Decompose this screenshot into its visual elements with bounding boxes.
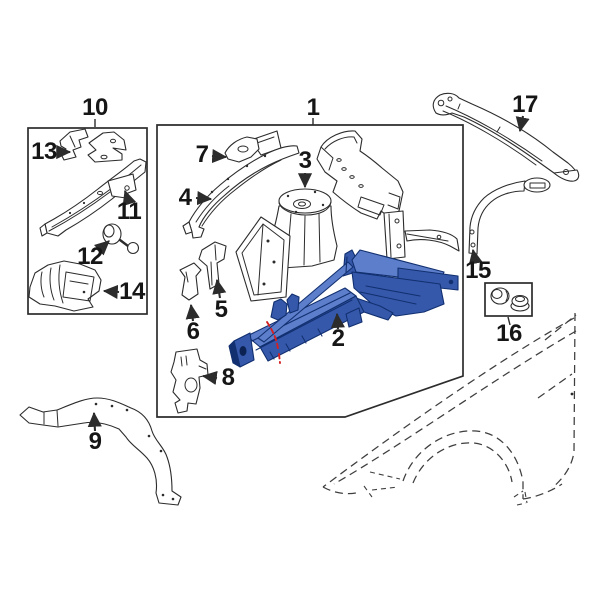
group-box-1 — [156, 118, 464, 418]
part-center-panel — [235, 216, 291, 302]
callout-15-label: 15 — [465, 257, 491, 284]
part-12-grommet — [102, 223, 140, 255]
callout-9-label: 9 — [88, 428, 102, 455]
callout-10-label: 10 — [82, 94, 108, 121]
callout-11-arrow — [122, 189, 137, 207]
callout-12-arrow — [94, 240, 110, 256]
callout-14-label: 14 — [119, 278, 145, 305]
callout-17-label: 17 — [512, 91, 538, 118]
callout-9-arrow — [87, 411, 102, 432]
part-5-reinforcement — [198, 241, 227, 290]
part-6-bracket — [179, 262, 202, 301]
part-9-bracket — [19, 397, 182, 506]
box-10-frame — [27, 127, 148, 315]
callout-16-tick — [507, 316, 511, 326]
callout-14-arrow — [102, 284, 120, 299]
callout-16-label: 16 — [496, 320, 522, 347]
fender-outline — [322, 312, 577, 506]
group-box-16 — [484, 282, 533, 326]
part-l-bracket — [383, 210, 460, 260]
callout-4-arrow — [195, 191, 213, 206]
callout-7-arrow — [211, 148, 228, 164]
callout-4-label: 4 — [178, 184, 192, 211]
callout-7-label: 7 — [195, 141, 209, 168]
callout-3-label: 3 — [298, 147, 312, 174]
callout-12-label: 12 — [77, 243, 103, 270]
part-17-brace — [432, 92, 580, 182]
part-8-bracket — [170, 348, 209, 414]
callout-2-arrow — [330, 312, 345, 330]
part-15-brace — [468, 177, 551, 265]
part-10-bracket — [87, 131, 127, 163]
callout-17-arrow — [515, 115, 530, 133]
callout-8-label: 8 — [221, 364, 235, 391]
callout-8-arrow — [201, 370, 218, 385]
callout-6-label: 6 — [186, 318, 200, 345]
group-box-10 — [27, 119, 148, 315]
box-1-frame — [156, 124, 464, 418]
callout-15-arrow — [468, 248, 483, 265]
part-13-clip — [59, 128, 89, 161]
part-2-frame-rail-highlighted — [228, 249, 459, 368]
callout-1-label: 1 — [306, 94, 320, 121]
callout-13-label: 13 — [31, 138, 57, 165]
part-14-bracket — [28, 260, 102, 312]
part-apron-panel — [316, 130, 404, 220]
red-section-mark — [266, 321, 281, 364]
callout-6-arrow — [185, 303, 200, 322]
box-16-frame — [484, 282, 533, 317]
callout-5-label: 5 — [214, 296, 228, 323]
part-4-rail — [182, 145, 300, 239]
part-11-rail — [39, 158, 147, 237]
callout-5-arrow — [212, 278, 227, 299]
callout-2-label: 2 — [331, 325, 345, 352]
callout-11-label: 11 — [116, 198, 142, 225]
